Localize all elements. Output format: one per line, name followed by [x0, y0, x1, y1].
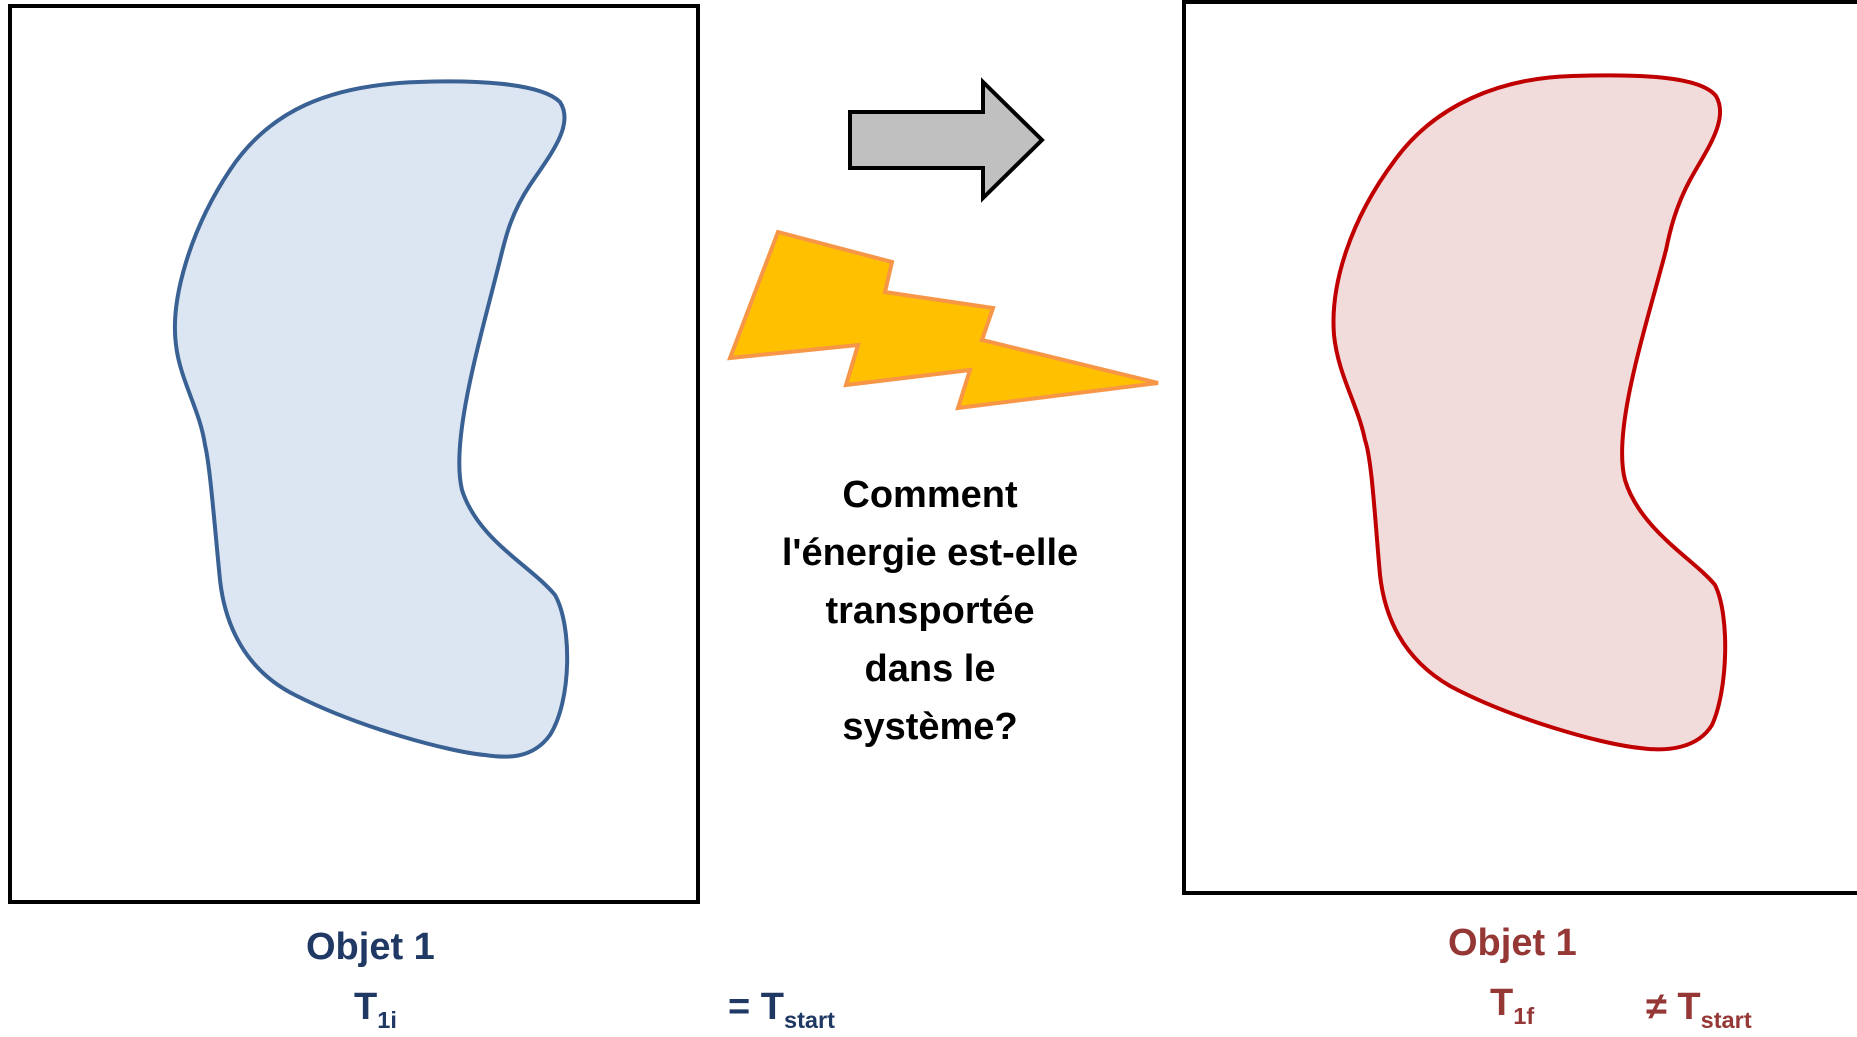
right-temperature-label: T1f	[1490, 982, 1534, 1030]
right-object-title: Objet 1	[1448, 922, 1577, 964]
energy-question-text: Comment l'énergie est-elle transportée d…	[781, 474, 1079, 748]
left-relation-subscript: start	[783, 1006, 836, 1033]
right-relation-text: ≠ T	[1646, 986, 1701, 1028]
right-relation-subscript: start	[1700, 1006, 1752, 1033]
right-temp-subscript: 1f	[1513, 1002, 1535, 1029]
right-temp-symbol: T	[1490, 982, 1514, 1024]
right-object-shape	[1331, 73, 1728, 752]
left-temp-subscript: 1i	[377, 1006, 397, 1033]
lightning-bolt-icon	[726, 229, 1159, 411]
right-temperature-relation: ≠ Tstart	[1646, 986, 1752, 1034]
left-object-title: Objet 1	[306, 926, 435, 968]
left-object-shape	[173, 79, 570, 759]
left-relation-text: = T	[728, 986, 784, 1028]
left-temp-symbol: T	[354, 986, 378, 1028]
left-temperature-relation: = Tstart	[728, 986, 835, 1034]
right-arrow-icon	[848, 77, 1045, 203]
left-temperature-label: T1i	[354, 986, 397, 1034]
